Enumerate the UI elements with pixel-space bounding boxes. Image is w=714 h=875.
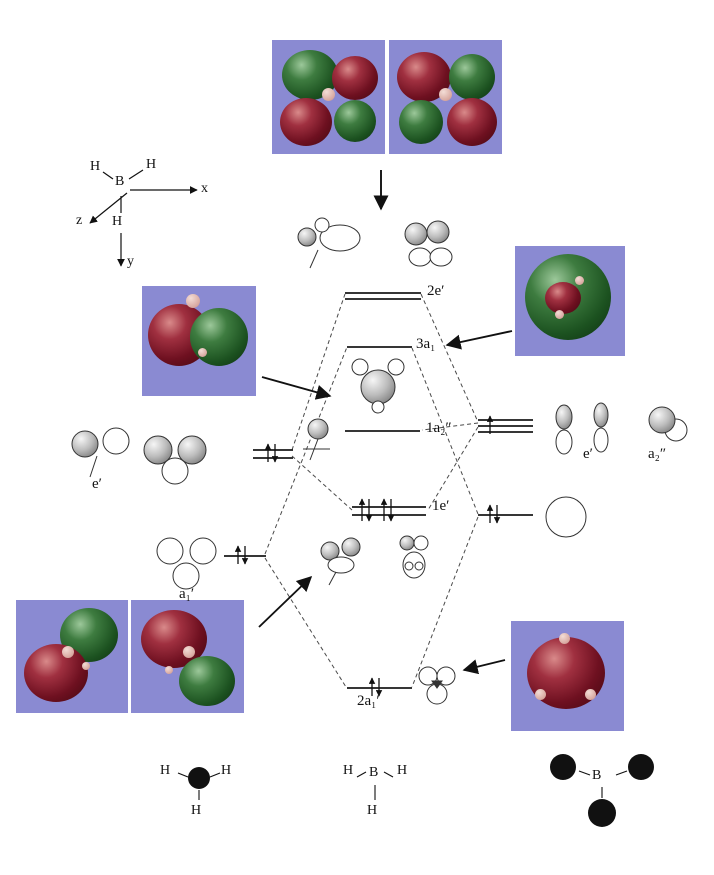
atom-dot	[575, 276, 584, 285]
right-a2-label: a₂″	[648, 446, 667, 462]
orbital-lobe-green	[179, 656, 235, 706]
arrow-images-to-1e	[258, 575, 313, 628]
axes-h-top-left: H	[90, 159, 101, 174]
arrow-image-to-2a1	[462, 659, 506, 675]
atom-dot	[198, 348, 207, 357]
orbital-lobe-green	[334, 100, 376, 142]
atom-dot	[555, 310, 564, 319]
level-label-3a1: 3a₁	[416, 336, 436, 352]
atom-dot	[165, 666, 173, 674]
isosurface-image-1e-a	[16, 600, 128, 713]
atom-dot	[82, 662, 90, 670]
pointer-arrows	[258, 170, 513, 675]
isosurface-image-1e-b	[131, 600, 244, 713]
isosurface-image-2e-a	[272, 40, 385, 154]
isosurface-image-2e-b	[389, 40, 502, 154]
bh3-b-label: B	[369, 765, 379, 780]
atom-dot	[535, 689, 546, 700]
left-fragment-level-lines	[224, 449, 293, 557]
atom-dot	[186, 294, 200, 308]
x-axis-label: x	[201, 181, 208, 196]
b-large-b-label: B	[592, 768, 602, 783]
h3-h1-label: H	[160, 763, 171, 778]
orbital-lobe-red	[447, 98, 497, 146]
h3-h2-label: H	[221, 763, 232, 778]
molecule-bh3-drawing	[356, 771, 394, 800]
atom-dot	[322, 88, 335, 101]
mo-level-lines	[345, 292, 426, 689]
orbital-lobe-green	[399, 100, 443, 144]
level-label-1e: 1e′	[432, 498, 450, 514]
atom-dot	[585, 689, 596, 700]
axes-h-top-right: H	[146, 157, 157, 172]
orbital-lobe-red	[24, 644, 88, 702]
left-e-label: e′	[92, 476, 102, 492]
bh3-h3-label: H	[367, 803, 378, 818]
sketch-right-s-orbital	[545, 496, 587, 538]
electron-arrows	[234, 415, 501, 697]
sketch-3a1	[351, 358, 405, 414]
sketch-1e-components	[320, 535, 429, 586]
atom-dot	[439, 88, 452, 101]
atom-dot	[183, 646, 195, 658]
bh3-h2-label: H	[397, 763, 408, 778]
sketch-2a1	[418, 666, 456, 705]
level-label-1a2: 1a₂″	[426, 420, 452, 436]
orbital-lobe-green	[190, 308, 248, 366]
orbital-lobe-red	[332, 56, 378, 100]
y-axis-label: y	[127, 254, 134, 269]
sketch-left-e	[71, 427, 207, 485]
axes-h-on-y: H	[112, 214, 123, 229]
sketch-1a2	[303, 418, 330, 461]
atom-dot	[559, 633, 570, 644]
isosurface-image-3a1	[515, 246, 625, 356]
orbital-lobe-green	[449, 54, 495, 100]
coordinate-axes	[89, 169, 198, 267]
atom-dot	[62, 646, 74, 658]
sketch-left-a1	[156, 537, 217, 590]
sketch-right-p-orbitals	[555, 402, 688, 455]
right-fragment-level-lines	[478, 419, 533, 516]
left-a1-label: a₁′	[179, 586, 195, 602]
isosurface-image-1a2	[142, 286, 256, 396]
z-axis-label: z	[76, 213, 83, 228]
molecule-h3-drawing	[177, 767, 221, 800]
correlation-dashed-lines	[264, 293, 479, 688]
level-label-2e: 2e′	[427, 283, 445, 299]
level-label-2a1: 2a₁′	[357, 693, 380, 709]
arrow-image-to-3a1	[445, 330, 513, 350]
h3-h3-label: H	[191, 803, 202, 818]
arrow-image-to-1a2	[261, 376, 332, 400]
bh3-h1-label: H	[343, 763, 354, 778]
orbital-lobe-red	[545, 282, 581, 314]
axes-b-label: B	[115, 174, 125, 189]
right-e-label: e′	[583, 446, 593, 462]
sketch-2e-components	[297, 217, 453, 269]
molecule-b-large-drawing	[550, 754, 654, 827]
orbital-lobe-red	[280, 98, 332, 146]
isosurface-image-2a1	[511, 621, 624, 731]
